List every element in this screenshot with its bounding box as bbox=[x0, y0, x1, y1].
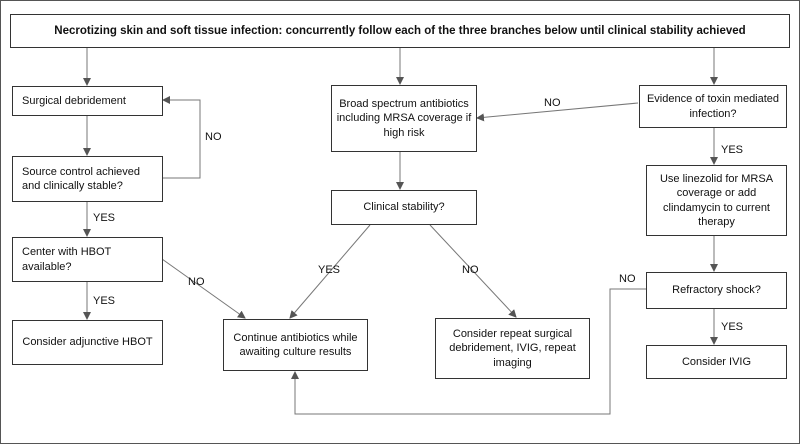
edge-label-source-yes: YES bbox=[93, 212, 116, 224]
edge-label-toxin-no: NO bbox=[544, 97, 561, 109]
node-continue-antibiotics: Continue antibiotics while awaiting cult… bbox=[223, 319, 368, 371]
arrow-stability-no bbox=[429, 224, 517, 318]
edge-label-stability-yes: YES bbox=[318, 264, 341, 276]
node-linezolid: Use linezolid for MRSA coverage or add c… bbox=[646, 165, 787, 236]
edge-label-stability-no: NO bbox=[462, 264, 479, 276]
edge-label-toxin-yes: YES bbox=[721, 144, 744, 156]
arrow-hbot-no-to-continue bbox=[161, 258, 246, 319]
node-clinical-stability: Clinical stability? bbox=[331, 190, 477, 225]
arrow-toxin-no bbox=[476, 102, 639, 122]
node-source-control: Source control achieved and clinically s… bbox=[12, 156, 163, 202]
edge-label-source-no: NO bbox=[205, 131, 222, 143]
node-refractory-shock: Refractory shock? bbox=[646, 272, 787, 309]
node-toxin-evidence: Evidence of toxin mediated infection? bbox=[639, 85, 787, 128]
node-broad-spectrum: Broad spectrum antibiotics including MRS… bbox=[331, 85, 477, 152]
node-repeat-debridement: Consider repeat surgical debridement, IV… bbox=[435, 318, 590, 379]
title-box: Necrotizing skin and soft tissue infecti… bbox=[10, 14, 790, 48]
arrow-stability-yes bbox=[289, 224, 371, 319]
node-consider-ivig: Consider IVIG bbox=[646, 345, 787, 379]
edge-label-hbot-no: NO bbox=[188, 276, 205, 288]
edge-label-shock-yes: YES bbox=[721, 321, 744, 333]
node-hbot-center: Center with HBOT available? bbox=[12, 237, 163, 282]
arrow-source-no-loop bbox=[162, 96, 201, 179]
edge-label-shock-no: NO bbox=[619, 273, 636, 285]
node-surgical-debridement: Surgical debridement bbox=[12, 86, 163, 116]
node-adjunctive-hbot: Consider adjunctive HBOT bbox=[12, 320, 163, 365]
arrow-shock-no-to-continue bbox=[291, 288, 646, 415]
edge-label-hbot-yes: YES bbox=[93, 295, 116, 307]
